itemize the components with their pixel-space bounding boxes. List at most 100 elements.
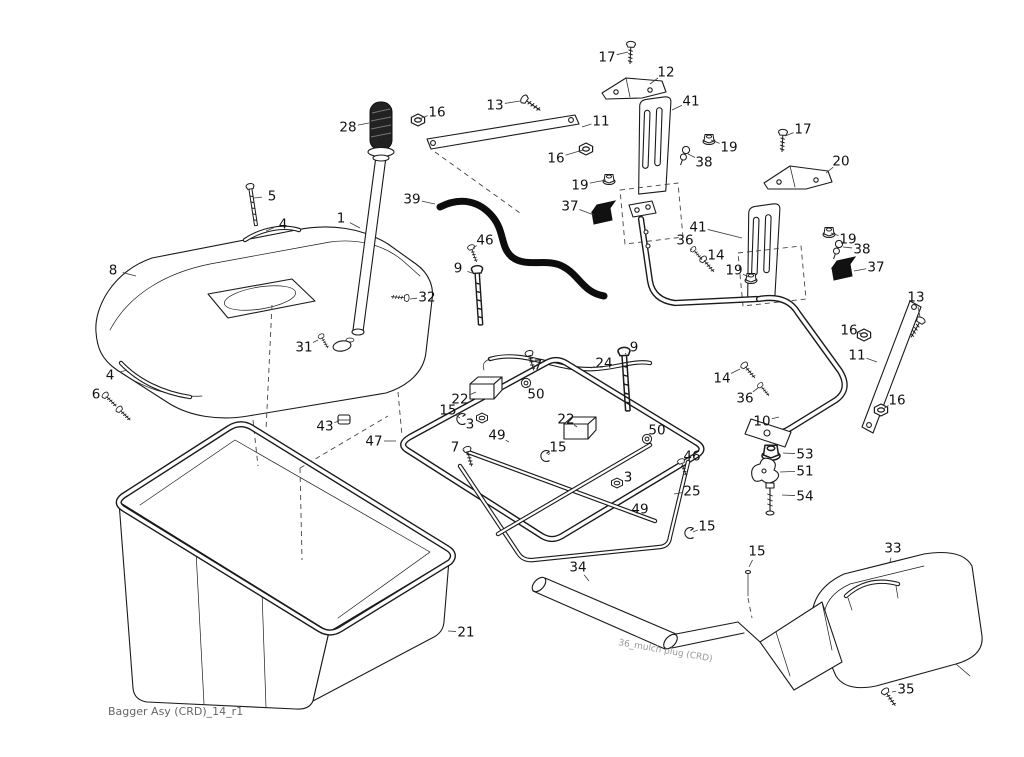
part-callout-32: 32 [418, 290, 435, 306]
part-callout-49: 49 [631, 502, 648, 518]
part-callout-37: 37 [867, 260, 884, 276]
nut-16c [856, 328, 872, 342]
nut-16d [873, 403, 889, 417]
callout-leader-50 [526, 385, 529, 388]
part-callout-49: 49 [488, 428, 505, 444]
part-callout-14: 14 [707, 248, 724, 264]
part-callout-15: 15 [439, 403, 456, 419]
part-callout-46: 46 [683, 449, 700, 465]
stud-38a [676, 144, 692, 167]
callout-leader-16 [565, 149, 584, 156]
callout-leader-41 [707, 229, 743, 239]
part-callout-15: 15 [748, 544, 765, 560]
diagram-caption: Bagger Asy (CRD)_14_r1 [108, 705, 243, 718]
bolt-9a [470, 264, 487, 326]
callout-leader-35 [891, 690, 897, 693]
callout-leader-19 [710, 139, 720, 144]
part-callout-6: 6 [92, 387, 101, 403]
part-callout-46: 46 [476, 233, 493, 249]
part-callout-41: 41 [682, 94, 699, 110]
flange-nut-19a [702, 134, 716, 145]
part-callout-14: 14 [713, 371, 730, 387]
part-callout-9: 9 [454, 261, 463, 277]
part-callout-24: 24 [595, 356, 612, 372]
callout-leader-39 [421, 200, 436, 205]
callout-leader-51 [779, 471, 796, 473]
top-strap-11 [426, 114, 580, 150]
main-frame-47 [400, 356, 705, 543]
flange-nut-19b [602, 174, 616, 185]
rubber-strip-39 [436, 197, 608, 300]
callout-leader-3 [617, 481, 620, 483]
nut-16a [410, 113, 426, 127]
callout-leader-13 [917, 306, 921, 318]
callout-leader-33 [889, 557, 892, 563]
callout-leader-36 [752, 387, 759, 393]
callout-leader-12 [649, 77, 659, 85]
part-callout-25: 25 [683, 484, 700, 500]
callout-leader-19 [742, 273, 750, 278]
part-callout-35: 35 [897, 682, 914, 698]
part-callout-11: 11 [592, 114, 609, 130]
callout-leader-17 [784, 132, 794, 137]
screw-35 [879, 686, 900, 709]
part-callout-38: 38 [695, 155, 712, 171]
bumper-43 [337, 414, 351, 425]
part-callout-15: 15 [549, 440, 566, 456]
callout-leader-46 [472, 245, 477, 249]
callout-leader-38 [687, 153, 696, 158]
callout-leader-16 [858, 332, 863, 335]
callout-leader-15 [748, 559, 753, 568]
callout-leader-13 [504, 100, 521, 104]
nut-16b [578, 142, 594, 156]
callout-leader-16 [418, 115, 428, 120]
callout-leader-lines [105, 51, 921, 693]
part-callout-17: 17 [598, 50, 615, 66]
callout-leader-16 [882, 405, 889, 410]
callout-leader-8 [122, 272, 137, 277]
part-callout-16: 16 [840, 323, 857, 339]
part-callout-15: 15 [698, 519, 715, 535]
bracket-20 [763, 165, 833, 190]
callout-leader-10 [771, 416, 780, 420]
clip-15c [684, 526, 695, 540]
part-callout-19: 19 [725, 263, 742, 279]
bag-handle [351, 101, 395, 336]
bag-rim-tube [115, 421, 456, 636]
part-callout-28: 28 [339, 120, 356, 136]
screw-7b [462, 445, 477, 468]
part-callout-34: 34 [569, 560, 586, 576]
callout-leader-15 [547, 452, 551, 456]
part-callout-33: 33 [884, 541, 901, 557]
callout-leader-4 [119, 369, 128, 373]
part-callout-1: 1 [337, 211, 346, 227]
part-callout-47: 47 [365, 434, 382, 450]
part-callout-36: 36 [736, 391, 753, 407]
part-callout-3: 3 [624, 470, 633, 486]
part-callout-50: 50 [527, 387, 544, 403]
part-callout-43: 43 [316, 419, 333, 435]
bagger-container [118, 415, 450, 710]
part-callout-50: 50 [648, 423, 665, 439]
bolt-5 [245, 182, 261, 227]
callout-leader-17 [616, 51, 629, 56]
part-callout-51: 51 [796, 464, 813, 480]
callout-leader-4 [265, 227, 274, 232]
part-callout-54: 54 [796, 489, 813, 505]
clip-15b [540, 449, 551, 463]
callout-leader-34 [583, 574, 590, 582]
screw-6b [114, 404, 134, 424]
part-callout-13: 13 [907, 290, 924, 306]
clip-15a [456, 412, 467, 426]
callout-leader-20 [825, 166, 834, 174]
part-callout-19: 19 [720, 140, 737, 156]
cross-bars-49 [465, 442, 658, 537]
assembly-dashed-boxes [252, 151, 807, 467]
callout-leader-24 [590, 366, 595, 369]
callout-leader-54 [781, 494, 796, 496]
callout-leader-25 [673, 492, 683, 495]
bagger-lid [95, 226, 434, 419]
part-callout-16: 16 [888, 393, 905, 409]
